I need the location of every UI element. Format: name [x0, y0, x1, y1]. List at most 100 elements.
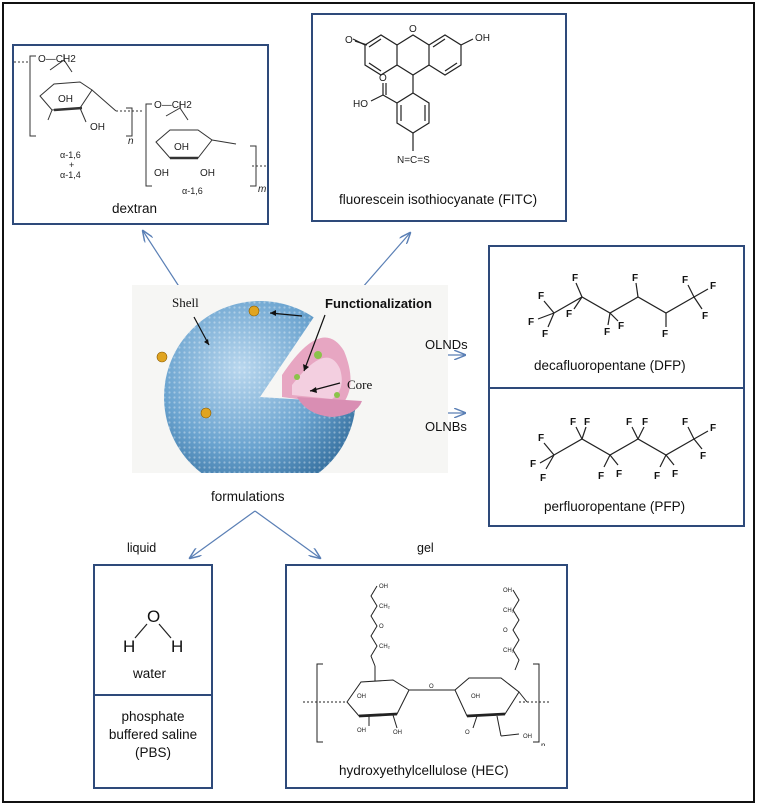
f-atom: F [702, 311, 708, 322]
ligand-icon [248, 305, 260, 317]
liquid-label: liquid [127, 541, 157, 555]
pfp-caption: perfluoropentane (PFP) [544, 499, 686, 514]
core-label: Core [347, 377, 373, 392]
f-atom: F [632, 273, 638, 284]
fitc-oh: OH [475, 33, 490, 44]
f-atom: F [542, 329, 548, 340]
pbs-line: buffered saline [108, 727, 198, 742]
dextran-caption: dextran [112, 201, 158, 216]
f-atom: F [682, 275, 688, 286]
dextran-ch2-label: O—CH2 [154, 100, 192, 111]
fitc-acid-o: O [379, 73, 387, 84]
water-o-atom: O [147, 607, 160, 626]
f-atom: F [682, 417, 688, 428]
dextran-link-a: α-1,6 [60, 150, 81, 160]
f-atom: F [710, 423, 716, 434]
svg-text:O: O [379, 624, 384, 630]
fitc-ho: HO [353, 99, 368, 110]
f-atom: F [566, 309, 572, 320]
f-atom: F [572, 273, 578, 284]
svg-text:O: O [429, 684, 434, 690]
formulations-label: formulations [211, 489, 285, 504]
dextran-link-b: α-1,4 [60, 170, 81, 180]
dextran-oh-label: OH [200, 168, 215, 179]
pbs-line: (PBS) [134, 745, 171, 760]
arrow-to-fitc [361, 233, 410, 289]
hec-sub-n: n [541, 741, 545, 746]
f-atom: F [654, 471, 660, 482]
hec-box: OH CH₂ O CH₂ OH CH₂ O CH₂ OH OH OH OH O … [285, 564, 568, 789]
svg-text:CH₂: CH₂ [379, 644, 391, 650]
svg-text:OH: OH [393, 730, 402, 736]
dextran-sub-n: n [128, 136, 134, 147]
f-atom: F [538, 291, 544, 302]
dextran-structure: O—CH2 OH OH n O—CH2 OH OH OH m α-1,6 + α… [14, 54, 266, 196]
pfp-structure: F F F F F F F F F F F F F F [530, 417, 716, 484]
f-atom: F [662, 329, 668, 340]
water-h-atom: H [123, 637, 135, 656]
dextran-box: O—CH2 OH OH n O—CH2 OH OH OH m α-1,6 + α… [12, 44, 269, 225]
fitc-carbonyl-o: O [345, 35, 353, 46]
dextran-plus: + [69, 160, 74, 170]
dfp-caption: decafluoropentane (DFP) [534, 358, 686, 373]
svg-text:CH₂: CH₂ [503, 648, 515, 654]
f-atom: F [616, 469, 622, 480]
svg-text:OH: OH [471, 694, 480, 700]
hec-caption: hydroxyethylcellulose (HEC) [339, 763, 509, 778]
f-atom: F [584, 417, 590, 428]
f-atom: F [570, 417, 576, 428]
dextran-ch2-label: O—CH2 [38, 54, 76, 65]
perfluorocarbon-box: F F F F F F F F F F F F decafluoropentan… [488, 245, 745, 527]
f-atom: F [540, 473, 546, 484]
water-h-atom: H [171, 637, 183, 656]
svg-text:OH: OH [357, 694, 366, 700]
f-atom: F [626, 417, 632, 428]
dextran-oh-label: OH [90, 122, 105, 133]
pfc-divider [490, 387, 743, 389]
ligand-icon [200, 407, 212, 419]
pbs-line: phosphate [121, 709, 185, 724]
fitc-ring-o: O [409, 24, 417, 35]
svg-text:OH: OH [523, 734, 532, 740]
svg-text:OH: OH [503, 588, 512, 594]
f-atom: F [618, 321, 624, 332]
arrow-to-dextran [143, 231, 181, 289]
pbs-caption: phosphate buffered saline (PBS) [95, 708, 211, 762]
nanoparticle-svg [156, 301, 362, 493]
water-pbs-divider [95, 694, 211, 696]
svg-text:OH: OH [379, 584, 388, 590]
nanoparticle-illustration: Shell Functionalization Core [132, 285, 448, 493]
arrow-to-liquid [190, 510, 256, 558]
svg-text:OH: OH [357, 728, 366, 734]
fitc-box: F O O OH O HO N=C=S fluorescein isothioc… [311, 13, 567, 222]
shell-label: Shell [172, 295, 199, 310]
dextran-oh-label: OH [58, 94, 73, 105]
f-atom: F [538, 433, 544, 444]
f-atom: F [598, 471, 604, 482]
dfp-structure: F F F F F F F F F F F F [528, 273, 716, 340]
svg-text:CH₂: CH₂ [503, 608, 515, 614]
arrow-to-gel [254, 510, 320, 558]
dextran-link-c: α-1,6 [182, 186, 203, 196]
water-pbs-box: O H H water phosphate buffered saline (P… [93, 564, 213, 789]
f-atom: F [530, 459, 536, 470]
f-atom: F [528, 317, 534, 328]
dextran-sub-m: m [258, 184, 266, 195]
olnds-label: OLNDs [425, 337, 468, 352]
svg-text:O: O [465, 730, 470, 736]
f-atom: F [710, 281, 716, 292]
hec-structure: OH CH₂ O CH₂ OH CH₂ O CH₂ OH OH OH OH O … [303, 584, 549, 746]
f-atom: F [700, 451, 706, 462]
f-atom: F [642, 417, 648, 428]
fitc-structure: F O O OH O HO N=C=S [345, 24, 490, 166]
olnbs-label: OLNBs [425, 419, 467, 434]
functionalization-label: Functionalization [325, 296, 432, 311]
gel-label: gel [417, 541, 434, 555]
water-caption: water [133, 666, 167, 681]
f-atom: F [604, 327, 610, 338]
svg-text:CH₂: CH₂ [379, 604, 391, 610]
f-atom: F [672, 469, 678, 480]
fitc-caption: fluorescein isothiocyanate (FITC) [339, 192, 538, 207]
ligand-icon [156, 351, 168, 363]
